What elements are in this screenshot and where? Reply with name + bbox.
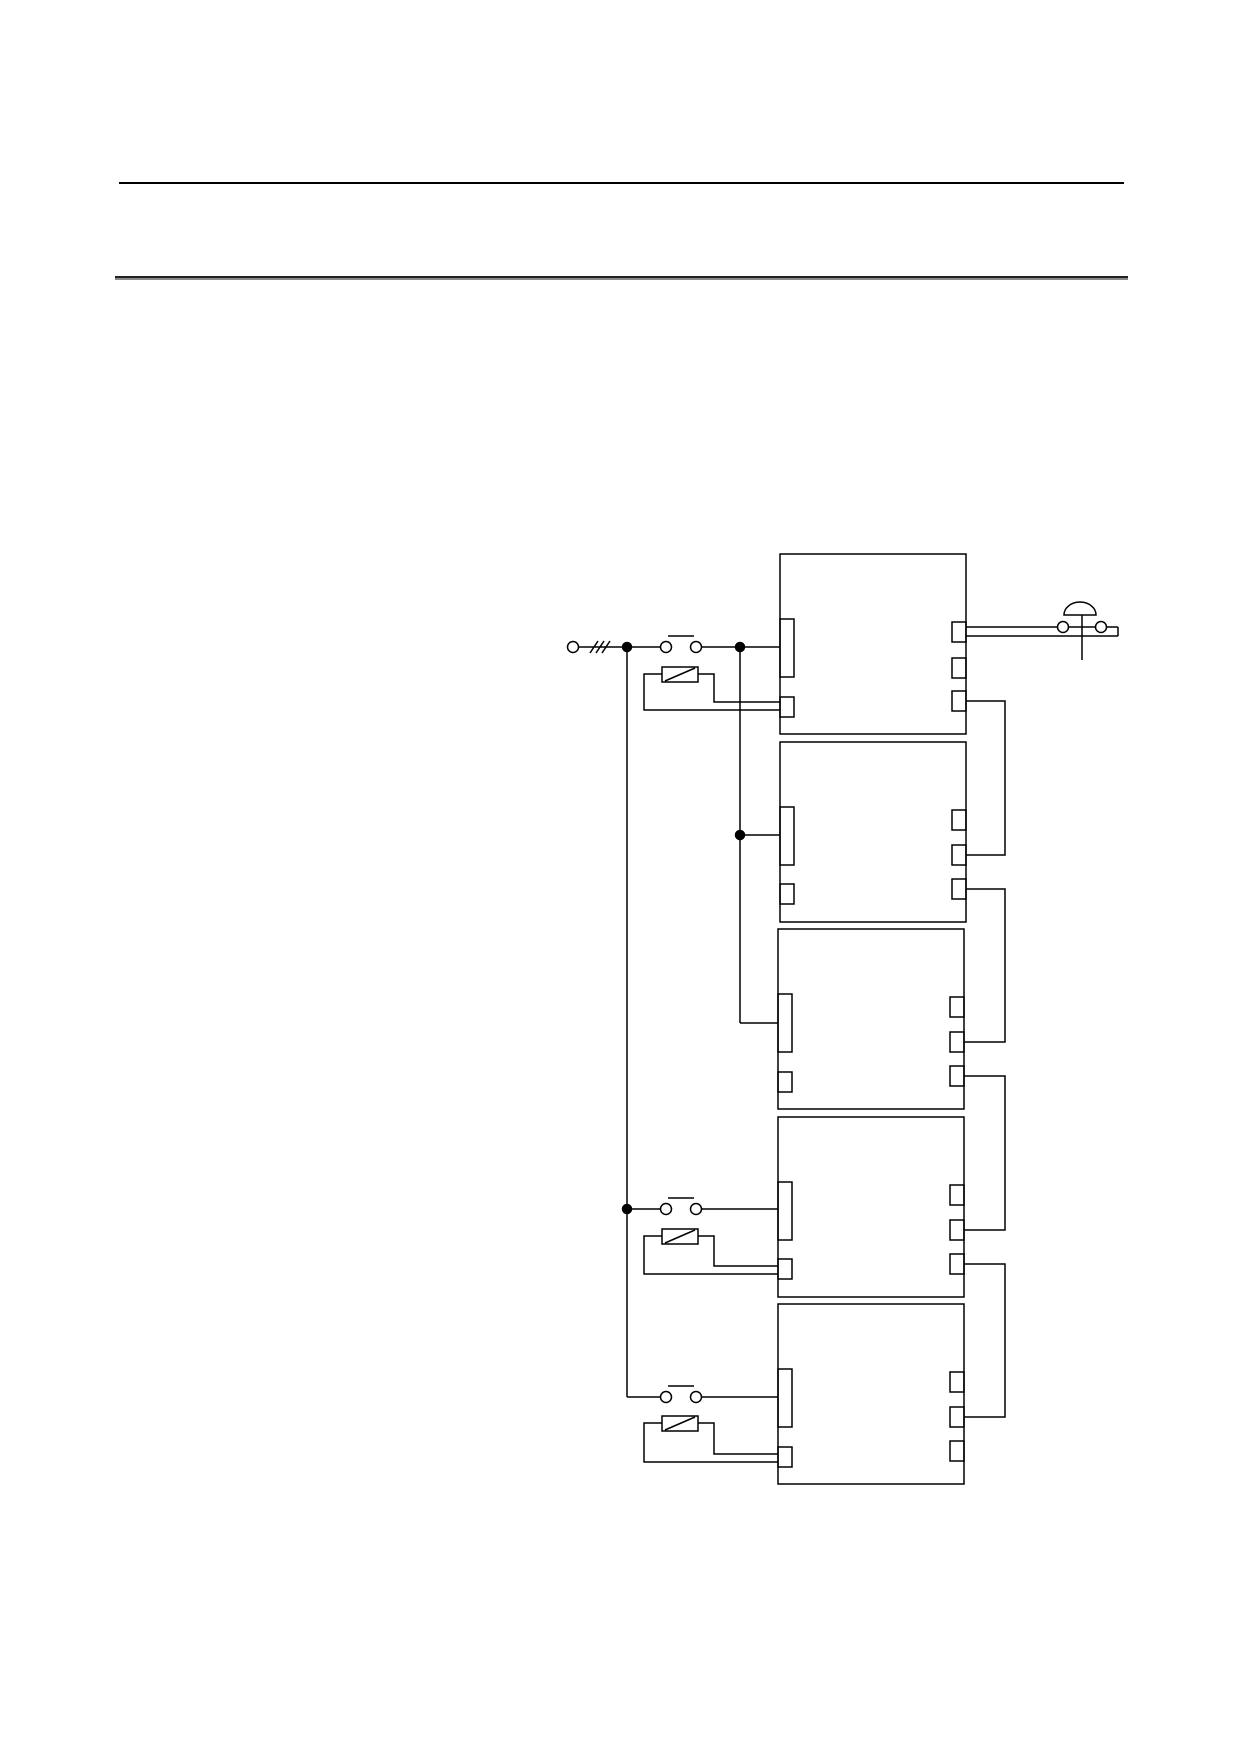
lamp-output: [966, 601, 1119, 660]
junction-dot-icon: [734, 829, 746, 841]
chain-loop-3-4: [964, 1075, 1006, 1231]
module-3: [777, 928, 965, 1110]
module-1-output-terminal-1: [951, 621, 967, 643]
module-2-input-terminal: [779, 806, 795, 866]
module-4: [777, 1116, 965, 1298]
module-1-output-terminal-3: [951, 690, 967, 712]
header-rule: [119, 182, 1124, 184]
module-5-control-terminal: [777, 1446, 793, 1468]
three-phase-mark-icon: [589, 640, 611, 654]
module-2-control-terminal: [779, 883, 795, 905]
chain-loop-2-3: [964, 888, 1006, 1043]
module-1-output-terminal-2: [951, 657, 967, 679]
module-5-output-terminal-2: [949, 1406, 965, 1428]
chain-loop-1-2: [966, 700, 1006, 856]
relay-coil-icon: [661, 1228, 699, 1245]
module-2-output-terminal-3: [951, 878, 967, 900]
module-4-input-terminal: [777, 1181, 793, 1241]
power-terminal-icon: [566, 640, 580, 654]
power-input: [566, 640, 633, 1397]
module-4-output-terminal-3: [949, 1253, 965, 1275]
module-2-output-terminal-1: [951, 809, 967, 831]
module-4-box: [777, 1116, 965, 1298]
pushbutton-circuit-1: [627, 635, 780, 1024]
module-2: [779, 741, 967, 923]
chain-loop-4-5: [964, 1263, 1006, 1418]
pushbutton-contact-icon: [659, 635, 703, 654]
relay-coil-icon: [661, 666, 699, 683]
module-4-output-terminal-1: [949, 1184, 965, 1206]
module-5: [777, 1303, 965, 1485]
module-3-box: [777, 928, 965, 1110]
module-1-control-terminal: [779, 696, 795, 718]
chain-wiring: [964, 700, 1006, 1418]
module-3-output-terminal-3: [949, 1065, 965, 1087]
module-3-control-terminal: [777, 1071, 793, 1093]
module-2-box: [779, 741, 967, 923]
signal-lamp-icon: [1056, 601, 1108, 660]
pushbutton-contact-icon: [659, 1385, 703, 1404]
relay-coil-icon: [661, 1415, 699, 1432]
module-5-output-terminal-1: [949, 1371, 965, 1393]
pushbutton-contact-icon: [659, 1197, 703, 1216]
module-3-output-terminal-2: [949, 1031, 965, 1053]
module-5-box: [777, 1303, 965, 1485]
module-3-input-terminal: [777, 993, 793, 1053]
module-1-input-terminal: [779, 618, 795, 678]
module-5-input-terminal: [777, 1368, 793, 1428]
module-3-output-terminal-1: [949, 996, 965, 1018]
pushbutton-circuit-5: [627, 1385, 778, 1463]
header-double-rule: [115, 276, 1128, 280]
module-5-output-terminal-3: [949, 1440, 965, 1462]
pushbutton-circuit-4: [627, 1197, 778, 1275]
module-1-box: [779, 553, 967, 735]
module-4-output-terminal-2: [949, 1219, 965, 1241]
module-1: [779, 553, 967, 735]
module-2-output-terminal-2: [951, 844, 967, 866]
module-4-control-terminal: [777, 1258, 793, 1280]
